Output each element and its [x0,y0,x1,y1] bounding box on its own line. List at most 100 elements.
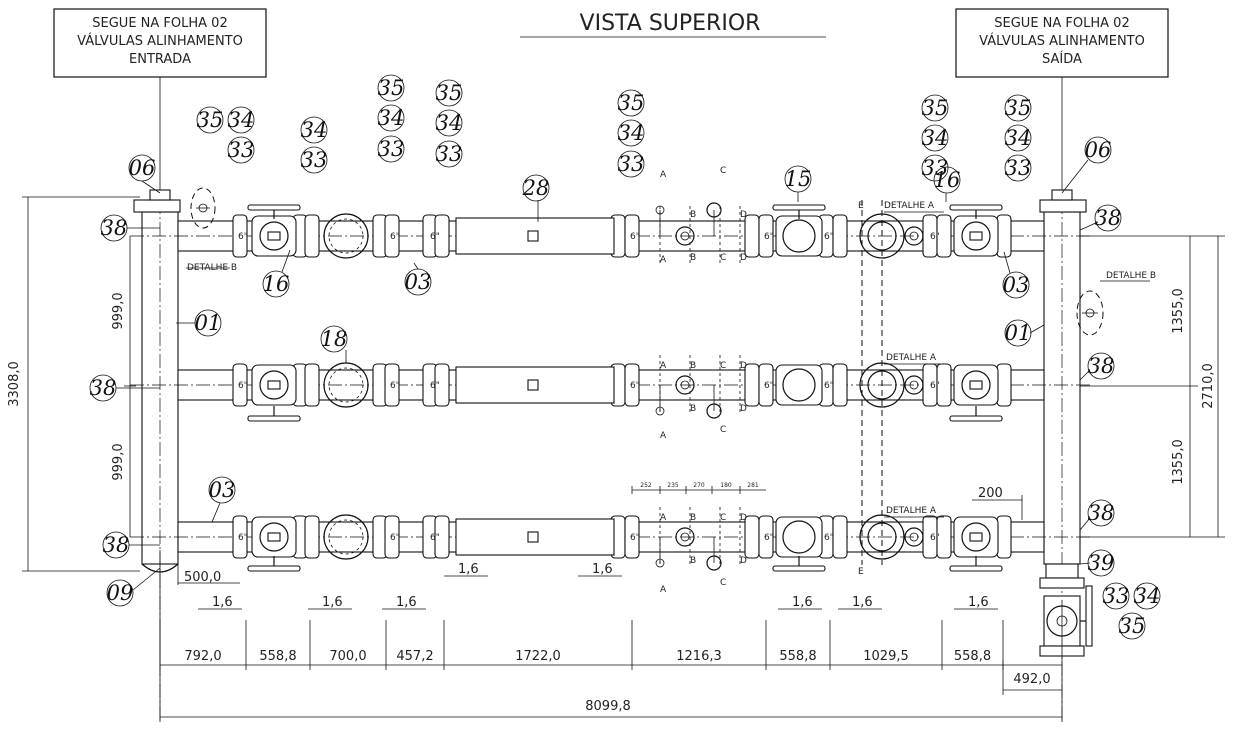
svg-text:35: 35 [1005,96,1032,120]
svg-text:38: 38 [103,533,130,557]
svg-text:D: D [740,361,747,371]
tag-35: 35 [196,106,224,134]
svg-text:DETALHE A: DETALHE A [886,506,937,516]
svg-text:C: C [720,361,726,371]
tag-35: 35 [1118,612,1146,640]
svg-text:01: 01 [195,311,222,335]
flange [384,515,400,559]
outlet-valve [1039,563,1093,657]
gap-label: 1,6 [458,562,479,577]
svg-text:35: 35 [618,91,645,115]
tag-03: 03 [1002,271,1030,299]
small-dim-label: 270 [693,482,705,489]
strainer [323,514,369,560]
detail-a-labels: DETALHE A DETALHE A DETALHE A [884,201,944,518]
gap-label: 1,6 [852,595,873,610]
svg-text:B: B [690,513,696,523]
handwheel [247,415,301,422]
tag-35: 35 [377,74,405,102]
tag-33: 33 [377,135,405,163]
flange [304,363,320,407]
handwheel [247,204,301,211]
svg-text:DETALHE A: DETALHE A [884,201,935,211]
svg-text:A: A [660,255,667,265]
svg-text:38: 38 [1088,501,1115,525]
dim-label: 558,8 [954,649,991,664]
tag-35: 35 [1004,94,1032,122]
detail-a-device [904,226,924,246]
svg-text:03: 03 [209,478,236,502]
svg-text:C: C [720,425,726,435]
svg-text:B: B [690,404,696,414]
handwheel [949,565,1003,572]
flange [936,214,952,258]
instrument-b [675,375,695,395]
flange [232,515,248,559]
strainer [323,213,369,259]
svg-text:33: 33 [436,142,463,166]
svg-text:3308,0: 3308,0 [7,361,22,407]
svg-text:C: C [720,166,726,176]
svg-text:16: 16 [263,272,290,296]
tag-15: 15 [784,165,812,193]
svg-text:28: 28 [522,176,550,200]
tag-39: 39 [1087,549,1115,577]
handwheel [247,565,301,572]
svg-text:DETALHE A: DETALHE A [886,353,937,363]
svg-text:18: 18 [321,327,348,351]
spool-nozzle [527,230,539,242]
pipe-size-label: 6" [238,533,248,543]
detail-a-device [904,375,924,395]
svg-text:999,0: 999,0 [111,443,126,480]
svg-text:06: 06 [1085,138,1112,162]
small-dim-label: 281 [747,482,759,489]
pipe-size-label: 6" [238,232,248,242]
svg-text:E: E [858,567,864,577]
flange [832,515,848,559]
gap-label: 1,6 [322,595,343,610]
tag-03: 03 [404,268,432,296]
tag-34: 34 [377,104,405,132]
dim-label: 1029,5 [863,649,909,664]
svg-text:VÁLVULAS ALINHAMENTO: VÁLVULAS ALINHAMENTO [979,33,1145,49]
tag-06: 06 [128,154,156,182]
svg-text:35: 35 [378,76,405,100]
svg-text:D: D [740,513,747,523]
svg-text:200: 200 [978,486,1003,501]
svg-text:33: 33 [1103,584,1130,608]
svg-text:C: C [720,578,726,588]
svg-text:38: 38 [1088,354,1115,378]
dim-label: 792,0 [184,649,221,664]
tag-38: 38 [89,374,117,402]
small-dim-label: 180 [720,482,732,489]
svg-text:8099,8: 8099,8 [585,699,631,714]
svg-text:1355,0: 1355,0 [1171,288,1186,334]
pipe-size-label: 6" [238,381,248,391]
manifold-left [133,189,181,720]
pipe-size-label: 6" [824,232,834,242]
small-dim-label: 235 [667,482,679,489]
dim-label: 558,8 [259,649,296,664]
tag-33: 33 [617,150,645,178]
instrument-b [675,226,695,246]
tag-35: 35 [617,89,645,117]
gap-label: 1,6 [396,595,417,610]
flange [624,363,640,407]
dim-row-spacing: 999,0 999,0 [111,236,136,537]
flange [996,363,1012,407]
pipe-components: 6"6"6"6"6"6"6"6"6"6"6"6"6"6"6"6"6"6"6"6"… [232,202,1012,572]
svg-text:SEGUE NA FOLHA 02: SEGUE NA FOLHA 02 [92,16,227,31]
flange [758,214,774,258]
dim-label: 1216,3 [676,649,722,664]
instrument-b [675,527,695,547]
pipe-size-label: 6" [630,381,640,391]
pipe-size-label: 6" [764,232,774,242]
tag-33: 33 [921,154,949,182]
svg-text:D: D [740,210,747,220]
svg-text:D: D [740,556,747,566]
svg-text:34: 34 [228,108,255,132]
flange [304,214,320,258]
tag-01: 01 [194,309,222,337]
svg-text:A: A [660,431,667,441]
